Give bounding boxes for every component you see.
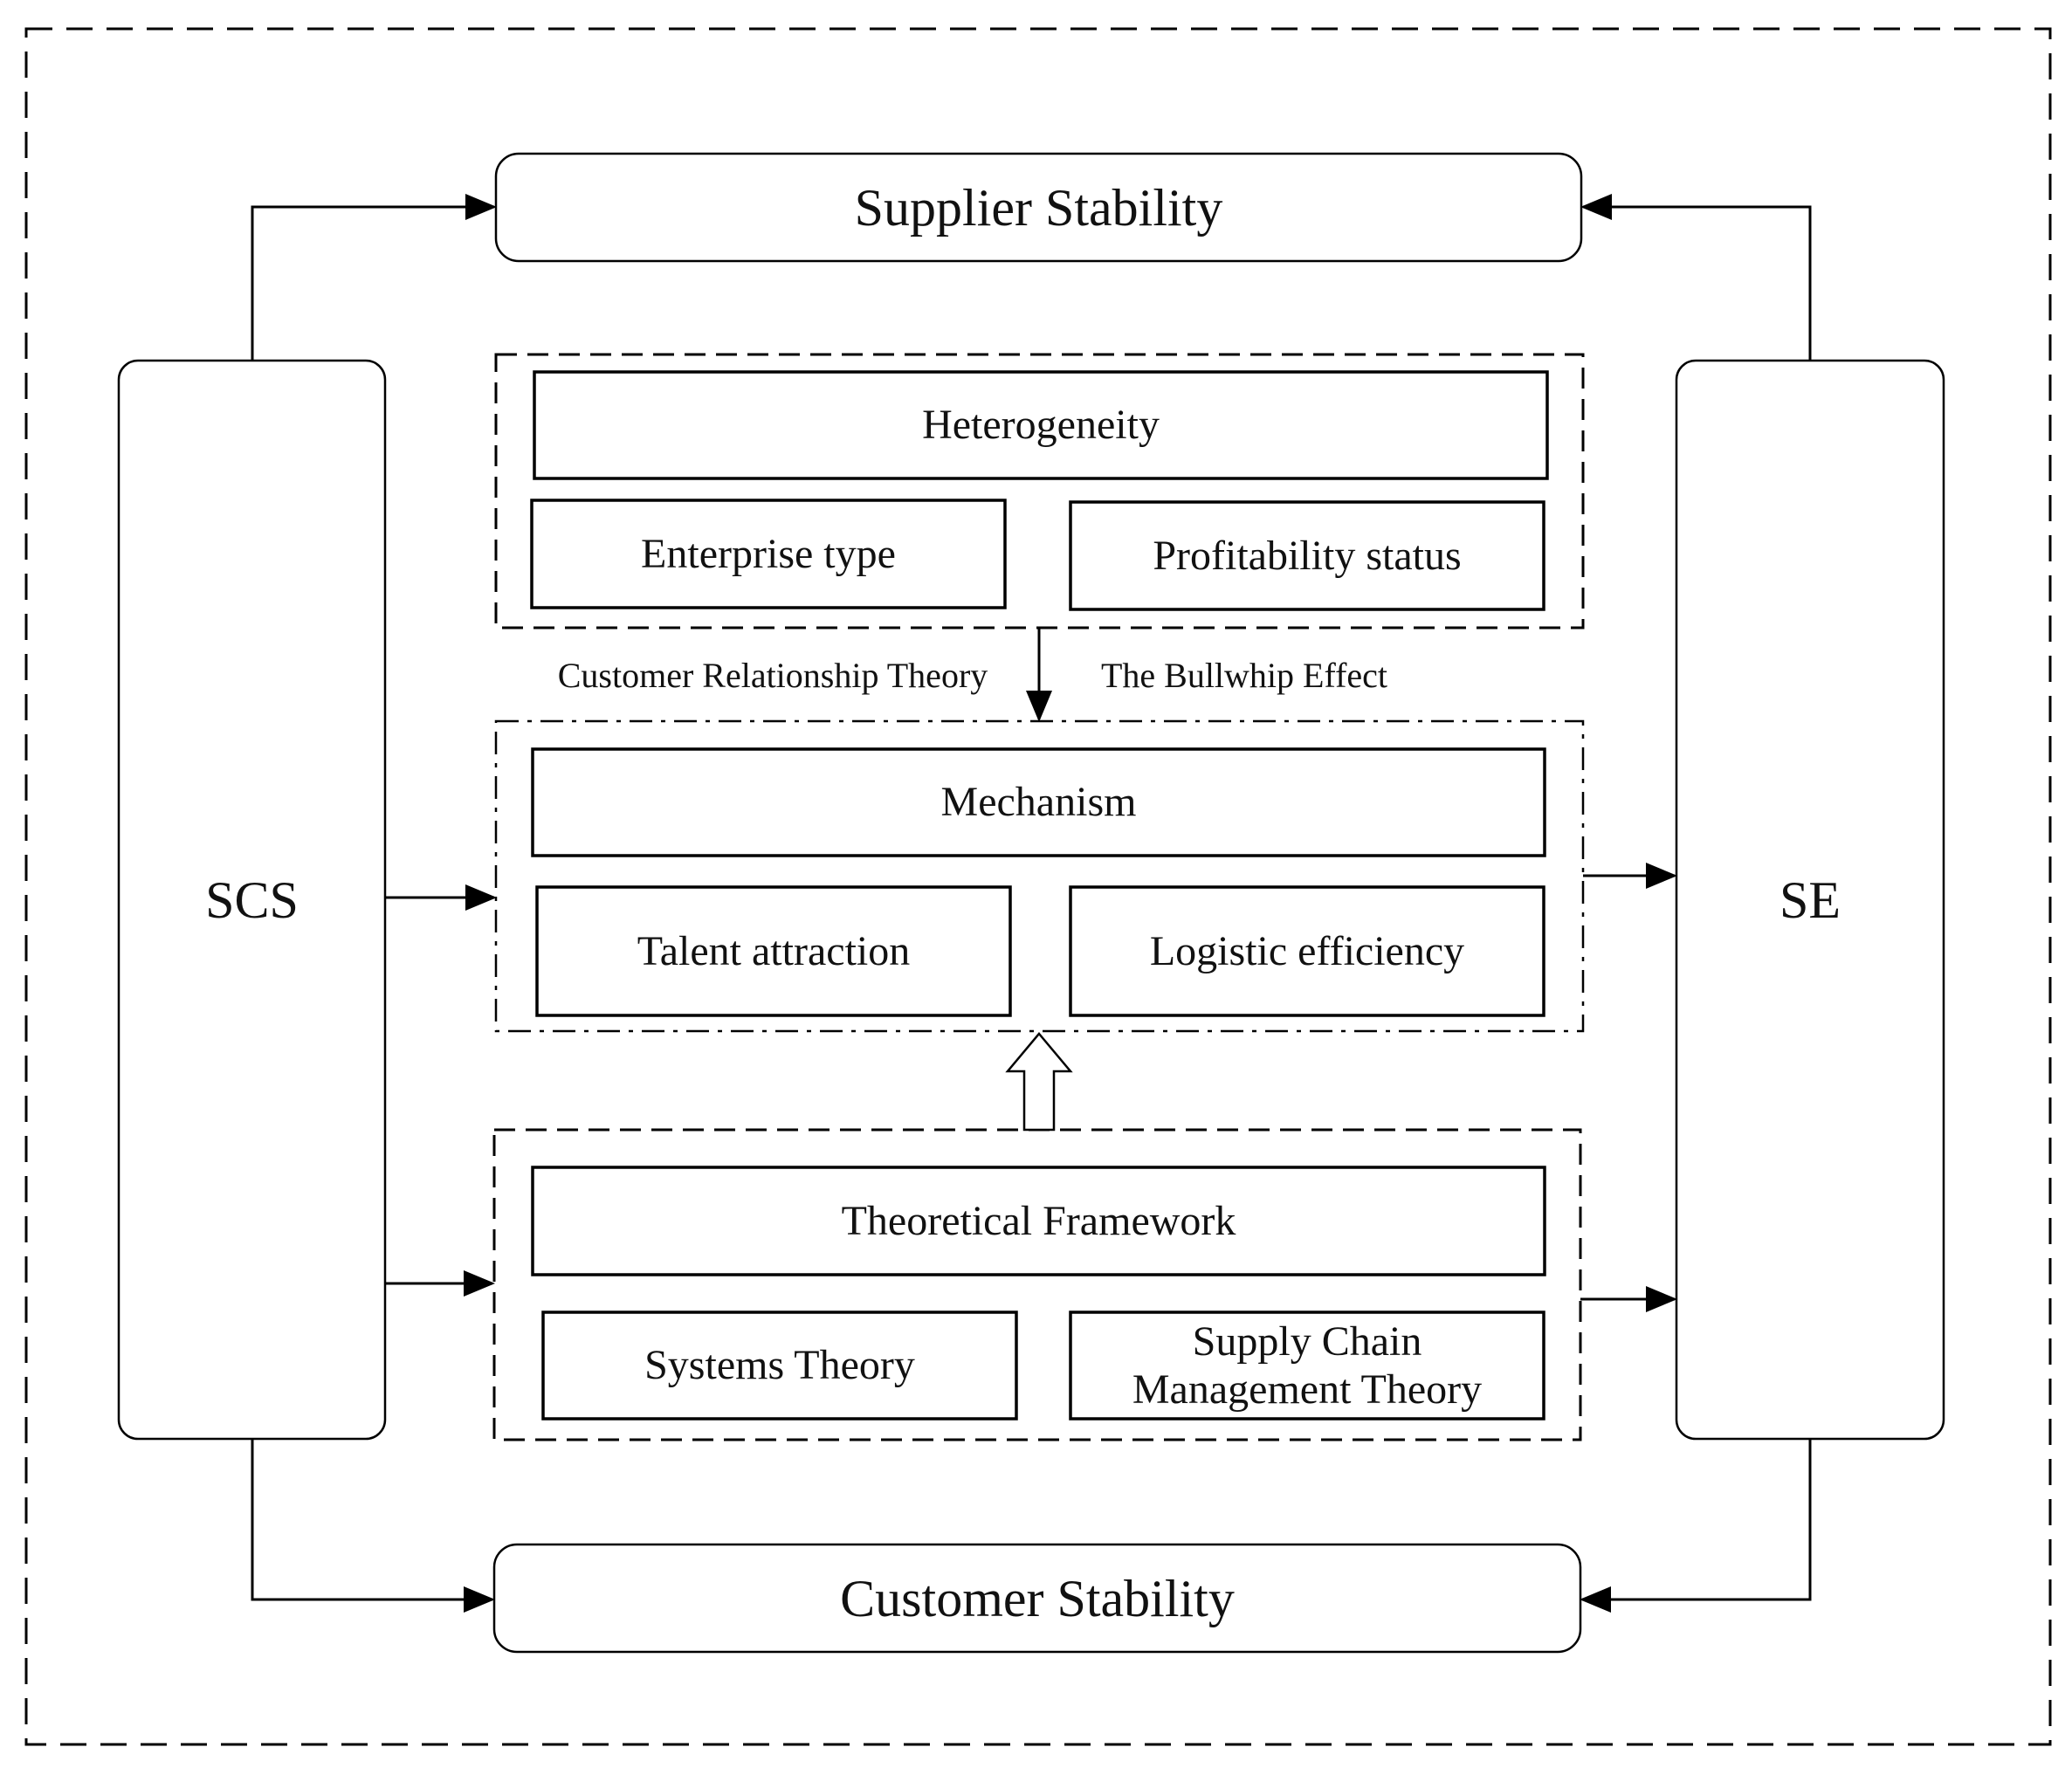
se-label: SE	[1779, 870, 1841, 929]
mechanism-label: Mechanism	[940, 779, 1137, 826]
theoretical-framework-box	[531, 1166, 1546, 1276]
talent-attraction-box	[535, 885, 1012, 1017]
scs-label: SCS	[205, 870, 299, 929]
supply-chain-management-theory-box	[1069, 1311, 1545, 1421]
mechanism-box	[531, 747, 1546, 857]
arrow-scs-to-customer-stability	[251, 1439, 495, 1613]
logistic-efficiency-label: Logistic efficiency	[1149, 927, 1465, 974]
arrow-scs-to-supplier-stability	[251, 194, 497, 361]
profitability-status-box	[1069, 500, 1545, 611]
systems-theory-label: Systems Theory	[644, 1342, 915, 1389]
hollow-arrow-theory-to-mechanism	[1005, 1032, 1073, 1132]
customer-stability-label: Customer Stability	[840, 1569, 1235, 1627]
enterprise-type-box	[530, 499, 1007, 609]
systems-theory-box	[541, 1311, 1018, 1421]
talent-attraction-label: Talent attraction	[637, 927, 911, 974]
enterprise-type-label: Enterprise type	[641, 530, 896, 577]
arrow-se-to-supplier-stability	[1580, 194, 1812, 361]
heterogeneity-label: Heterogeneity	[922, 402, 1160, 449]
outer-frame	[24, 27, 2052, 1746]
supply-chain-management-theory-label: Supply Chain Management Theory	[1132, 1317, 1483, 1413]
theoretical-framework-label: Theoretical Framework	[841, 1197, 1236, 1244]
logistic-efficiency-box	[1069, 885, 1545, 1017]
arrow-se-to-customer-stability	[1580, 1439, 1812, 1613]
bullwhip-effect-label: The Bullwhip Effect	[1100, 656, 1388, 695]
heterogeneity-box	[533, 370, 1549, 480]
supplier-stability-label: Supplier Stability	[854, 178, 1223, 237]
profitability-status-label: Profitability status	[1153, 532, 1462, 579]
customer-relationship-theory-label: Customer Relationship Theory	[557, 656, 988, 695]
